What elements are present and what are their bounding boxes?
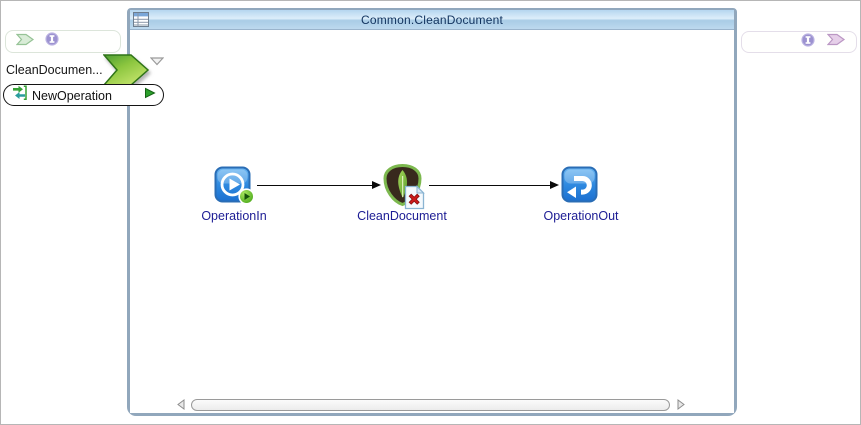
node-label-operation-in: OperationIn xyxy=(201,209,267,223)
new-operation-label: NewOperation xyxy=(32,88,112,103)
chevron-down-icon[interactable] xyxy=(149,53,165,71)
node-label-clean-document: CleanDocument xyxy=(357,209,447,223)
return-arrow-icon[interactable] xyxy=(561,166,601,211)
operation-icon xyxy=(11,84,27,106)
table-icon xyxy=(133,12,150,33)
flow-connection xyxy=(257,181,381,189)
input-connector-box xyxy=(5,30,121,53)
forward-chevron-icon[interactable] xyxy=(826,33,846,51)
scroll-right-icon[interactable] xyxy=(676,398,686,411)
green-play-badge-icon xyxy=(238,188,255,210)
info-icon[interactable] xyxy=(801,32,815,52)
document-error-badge-icon xyxy=(404,185,425,215)
partner-link-label: CleanDocumen... xyxy=(6,63,103,77)
horizontal-scrollbar-thumb[interactable] xyxy=(191,399,670,411)
info-icon[interactable] xyxy=(45,32,59,51)
forward-chevron-icon[interactable] xyxy=(15,33,35,51)
play-icon[interactable] xyxy=(144,86,156,104)
scroll-left-icon[interactable] xyxy=(176,398,186,411)
output-connector-box xyxy=(741,31,857,53)
window-titlebar: Common.CleanDocument xyxy=(130,10,734,30)
operation-editor-window: Common.CleanDocument xyxy=(127,8,737,416)
flow-connection xyxy=(429,181,559,189)
flow-canvas[interactable]: OperationIn xyxy=(130,30,734,413)
node-label-operation-out: OperationOut xyxy=(543,209,619,223)
window-title: Common.CleanDocument xyxy=(360,12,504,27)
new-operation-button[interactable]: NewOperation xyxy=(3,84,164,106)
